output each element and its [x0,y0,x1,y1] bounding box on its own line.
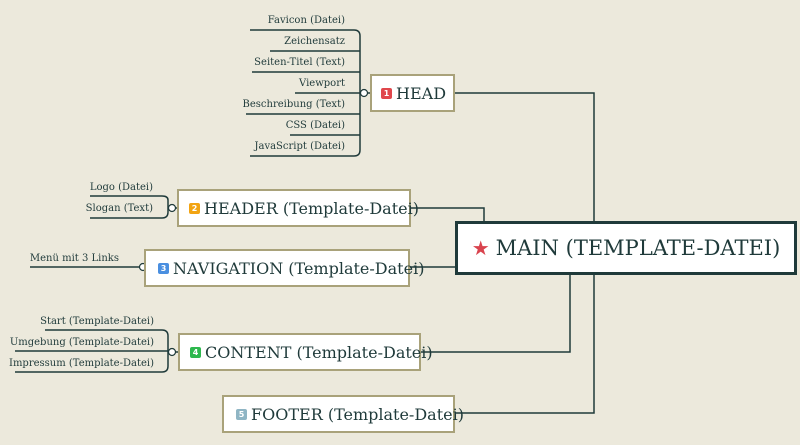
link-footer [455,275,595,414]
footer-node-label: FOOTER (Template-Datei) [251,404,464,424]
content-leaf-impressum[interactable]: Impressum (Template-Datei) [9,358,154,369]
header-node-label: HEADER (Template-Datei) [204,198,419,218]
main-node[interactable]: ★ MAIN (TEMPLATE-DATEI) [455,221,797,275]
head-leaf-viewport[interactable]: Viewport [299,78,345,89]
main-node-label: MAIN (TEMPLATE-DATEI) [495,236,781,260]
priority-1-icon: 1 [381,87,392,99]
header-leaf-slogan[interactable]: Slogan (Text) [85,203,153,214]
head-leaf-charset[interactable]: Zeichensatz [284,36,345,47]
content-leaf-start[interactable]: Start (Template-Datei) [40,316,154,327]
content-node[interactable]: 4 CONTENT (Template-Datei) [178,333,433,371]
content-node-label: CONTENT (Template-Datei) [205,342,433,362]
content-leaf-umgebung[interactable]: Umgebung (Template-Datei) [9,337,154,348]
head-collapse-handle [359,88,369,98]
head-leaf-favicon[interactable]: Favicon (Datei) [267,15,345,26]
head-leaf-lines [246,29,370,157]
head-node-label: HEAD [396,83,447,103]
header-node[interactable]: 2 HEADER (Template-Datei) [177,189,419,227]
priority-2-icon: 2 [189,202,200,214]
content-collapse-handle [167,347,177,357]
link-header [411,207,485,221]
priority-3-icon: 3 [158,262,169,274]
head-leaf-title[interactable]: Seiten-Titel (Text) [254,57,345,68]
link-content [421,275,571,353]
head-leaf-description[interactable]: Beschreibung (Text) [242,99,345,110]
star-icon: ★ [471,236,490,260]
priority-4-icon: 4 [190,346,201,358]
head-leaf-css[interactable]: CSS (Datei) [285,120,345,131]
navigation-node[interactable]: 3 NAVIGATION (Template-Datei) [144,249,424,287]
header-leaf-logo[interactable]: Logo (Datei) [89,182,153,193]
navigation-leaf-menu[interactable]: Menü mit 3 Links [29,253,119,264]
priority-5-icon: 5 [236,408,247,420]
navigation-node-label: NAVIGATION (Template-Datei) [173,258,425,278]
head-node[interactable]: 1 HEAD [370,74,455,112]
footer-node[interactable]: 5 FOOTER (Template-Datei) [222,395,464,433]
link-head [455,92,595,221]
head-leaf-javascript[interactable]: JavaScript (Datei) [254,141,345,152]
header-collapse-handle [167,203,177,213]
